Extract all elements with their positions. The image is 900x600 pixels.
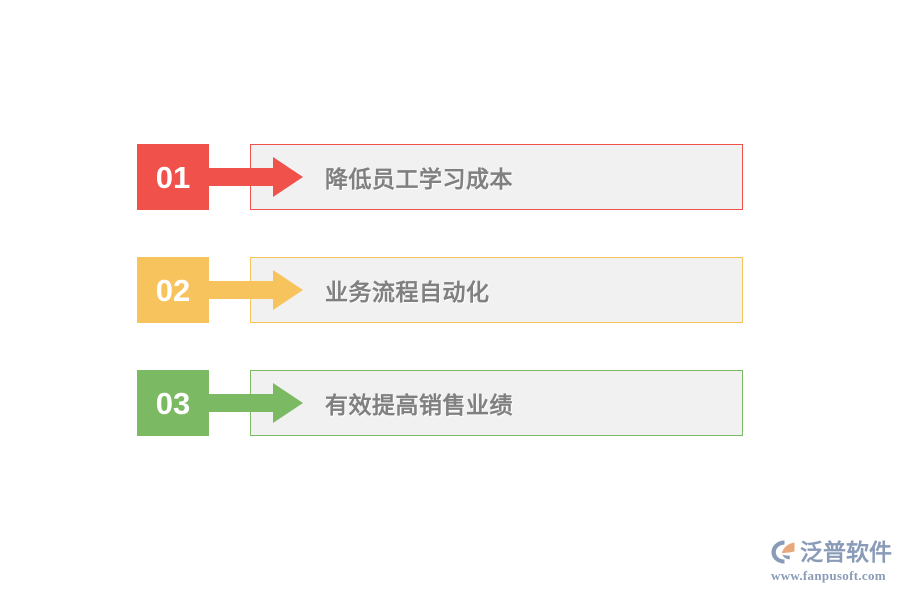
list-item[interactable]: 02 业务流程自动化 (137, 257, 743, 323)
number-badge: 01 (137, 144, 209, 210)
fanpu-swoosh-logo-icon (771, 540, 795, 564)
badge-number: 01 (155, 159, 191, 195)
content-box (250, 370, 743, 436)
right-arrow-icon (205, 270, 325, 310)
list-item[interactable]: 03 有效提高销售业绩 (137, 370, 743, 436)
item-label: 降低员工学习成本 (325, 166, 513, 192)
watermark-logo: 泛普软件 www.fanpusoft.com (770, 537, 892, 585)
badge-number: 03 (155, 385, 191, 421)
content-box (250, 144, 743, 210)
watermark-brand-row: 泛普软件 (770, 537, 892, 567)
right-arrow-icon (205, 383, 325, 423)
item-label: 业务流程自动化 (325, 279, 490, 305)
list-item[interactable]: 01 降低员工学习成本 (137, 144, 743, 210)
item-label: 有效提高销售业绩 (325, 392, 513, 418)
number-badge: 03 (137, 370, 209, 436)
watermark-url-text: www.fanpusoft.com (771, 568, 886, 583)
badge-number: 02 (155, 272, 191, 308)
content-box (250, 257, 743, 323)
right-arrow-icon (205, 157, 325, 197)
watermark-brand-text: 泛普软件 (800, 539, 892, 565)
number-badge: 02 (137, 257, 209, 323)
